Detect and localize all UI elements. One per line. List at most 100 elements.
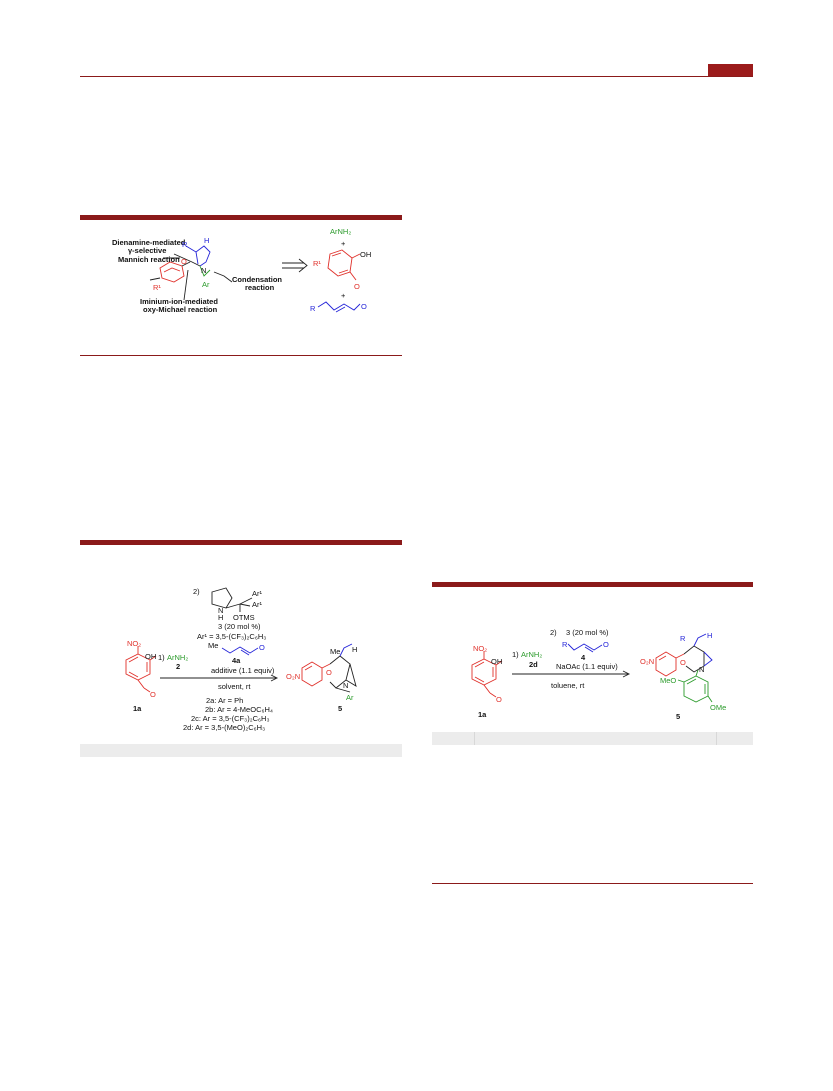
label-h: H (204, 236, 209, 245)
precursor-oh: OH (360, 250, 371, 259)
s2-def-2d: 2d: Ar = 3,5-(MeO)₂C₆H₃ (183, 723, 265, 732)
figure1-top-bar (80, 215, 402, 220)
header-rule (80, 76, 753, 77)
s3-r: R (562, 640, 568, 649)
s2-arnh2: ArNH₂ (167, 653, 188, 662)
bicyclic-core (149, 245, 233, 301)
s3-prod-r: R (680, 634, 686, 643)
s2-o: O (150, 690, 156, 699)
scheme2-table-header (80, 744, 402, 757)
s2-additive: additive (1.1 equiv) (211, 666, 275, 675)
s2-ar1-def: Ar¹ = 3,5-(CF₃)₂C₆H₃ (197, 632, 266, 641)
s2-substrate-1a (125, 646, 157, 693)
s2-def-2a: 2a: Ar = Ph (206, 696, 243, 705)
precursor-r1: R¹ (313, 259, 321, 268)
label-condensation: Condensation (232, 275, 282, 284)
s2-def-2b: 2b: Ar = 4-MeOC₆H₄ (205, 705, 273, 714)
s2-reaction-arrow (160, 674, 279, 682)
label-reaction: reaction (245, 283, 275, 292)
s3-product-5 (655, 633, 713, 703)
s2-prod-ar: Ar (346, 693, 354, 702)
label-mannich: Mannich reaction (118, 255, 180, 264)
s3-prod-o: O (680, 658, 686, 667)
s3-step1: 1) (512, 650, 519, 659)
s2-step1: 1) (158, 653, 165, 662)
s2-def-2c: 2c: Ar = 3,5-(CF₃)₂C₆H₃ (191, 714, 270, 723)
scheme3-table-header (432, 732, 753, 745)
s3-num2d: 2d (529, 660, 538, 669)
enal-o: O (361, 302, 367, 311)
scheme3-col-divider-2 (716, 732, 717, 745)
s2-nh-n: N (218, 606, 223, 615)
s2-prod-h: H (352, 645, 357, 654)
precursor-o: O (354, 282, 360, 291)
scheme2-top-bar (80, 540, 402, 545)
scheme3-top-bar (432, 582, 753, 587)
s3-prod-h: H (707, 631, 712, 640)
s2-ar1b: Ar¹ (252, 600, 263, 609)
s3-step2: 2) (550, 628, 557, 637)
label-ar: Ar (202, 280, 210, 289)
figure1-bottom-rule (80, 355, 402, 356)
s2-oh: OH (145, 652, 156, 661)
s3-o: O (496, 695, 502, 704)
plus-1: + (341, 239, 346, 248)
s3-arnh2: ArNH₂ (521, 650, 542, 659)
s2-nh-h: H (218, 613, 223, 622)
s3-no2: NO₂ (473, 644, 487, 653)
s3-substrate-1a (471, 651, 503, 698)
precursor-arnh2: ArNH₂ (330, 227, 351, 236)
s3-ome: OMe (710, 703, 726, 712)
enal-r: R (310, 304, 316, 313)
s3-num4: 4 (581, 653, 586, 662)
s2-catalyst: 3 (20 mol %) (218, 622, 261, 631)
s2-step2: 2) (193, 587, 200, 596)
s3-prod-n: N (699, 665, 704, 674)
s3-meo: MeO (660, 676, 676, 685)
s2-otms: OTMS (233, 613, 255, 622)
s2-product-5 (301, 643, 357, 693)
page-number-tab (708, 64, 753, 76)
label-r: R (182, 240, 188, 249)
s2-prod-o: O (326, 668, 332, 677)
s2-enal-o: O (259, 643, 265, 652)
plus-2: + (341, 291, 346, 300)
s3-naoac: NaOAc (1.1 equiv) (556, 662, 618, 671)
s3-label-5: 5 (676, 712, 680, 721)
s2-label-5: 5 (338, 704, 342, 713)
label-oxy-michael: oxy-Michael reaction (143, 305, 218, 314)
s2-ar1a: Ar¹ (252, 589, 263, 598)
s3-reaction-arrow (512, 670, 631, 678)
scheme3-col-divider-1 (474, 732, 475, 745)
s2-prod-me: Me (330, 647, 340, 656)
label-gamma: γ-selective (128, 246, 166, 255)
s3-catalyst: 3 (20 mol %) (566, 628, 609, 637)
scheme3-bottom-rule (432, 883, 753, 884)
s2-label-1a: 1a (133, 704, 142, 713)
s2-enal-4a (221, 646, 259, 656)
s2-num4a: 4a (232, 656, 241, 665)
salicylaldehyde-ring (327, 249, 361, 281)
label-n: N (201, 266, 206, 275)
s3-label-1a: 1a (478, 710, 487, 719)
s3-oh: OH (491, 657, 502, 666)
s2-catalyst-structure (211, 587, 253, 612)
s2-prod-n: N (343, 681, 348, 690)
s3-toluene: toluene, rt (551, 681, 585, 690)
s2-no2: NO₂ (127, 639, 141, 648)
s2-num2: 2 (176, 662, 180, 671)
retro-arrow (282, 258, 308, 273)
s3-enal-o: O (603, 640, 609, 649)
label-dienamine: Dienamine-mediated (112, 238, 186, 247)
s2-me: Me (208, 641, 218, 650)
label-iminium: Iminium-ion-mediated (140, 297, 218, 306)
label-o: O (181, 257, 187, 266)
s2-solvent: solvent, rt (218, 682, 251, 691)
s3-o2n: O₂N (640, 657, 654, 666)
label-r1: R¹ (153, 283, 161, 292)
s3-enal-4 (567, 643, 603, 653)
enal-chain (317, 301, 361, 313)
